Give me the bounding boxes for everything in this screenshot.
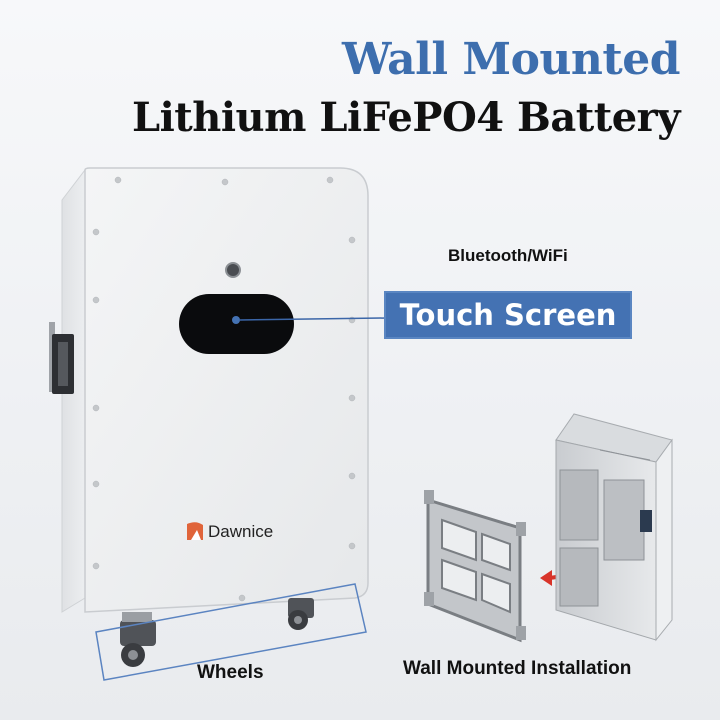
battery-cabinet — [49, 167, 369, 681]
mounted-battery-unit — [555, 413, 673, 642]
bluetooth-wifi-label: Bluetooth/WiFi — [448, 246, 568, 265]
dawnice-logo-icon — [187, 522, 203, 540]
touch-screen-display — [179, 294, 294, 354]
touch-screen-callout: Touch Screen — [384, 291, 632, 339]
wheels-label: Wheels — [197, 662, 264, 683]
wall-bracket — [424, 490, 526, 643]
wheel-icon — [120, 612, 156, 667]
wall-mounted-installation-label: Wall Mounted Installation — [403, 658, 632, 679]
brand-name: Dawnice — [208, 522, 274, 541]
wheel-icon — [288, 598, 314, 630]
title-line2: Lithium LiFePO4 Battery — [131, 94, 681, 141]
title-line1: Wall Mounted — [342, 34, 680, 85]
power-indicator-icon — [225, 262, 241, 278]
